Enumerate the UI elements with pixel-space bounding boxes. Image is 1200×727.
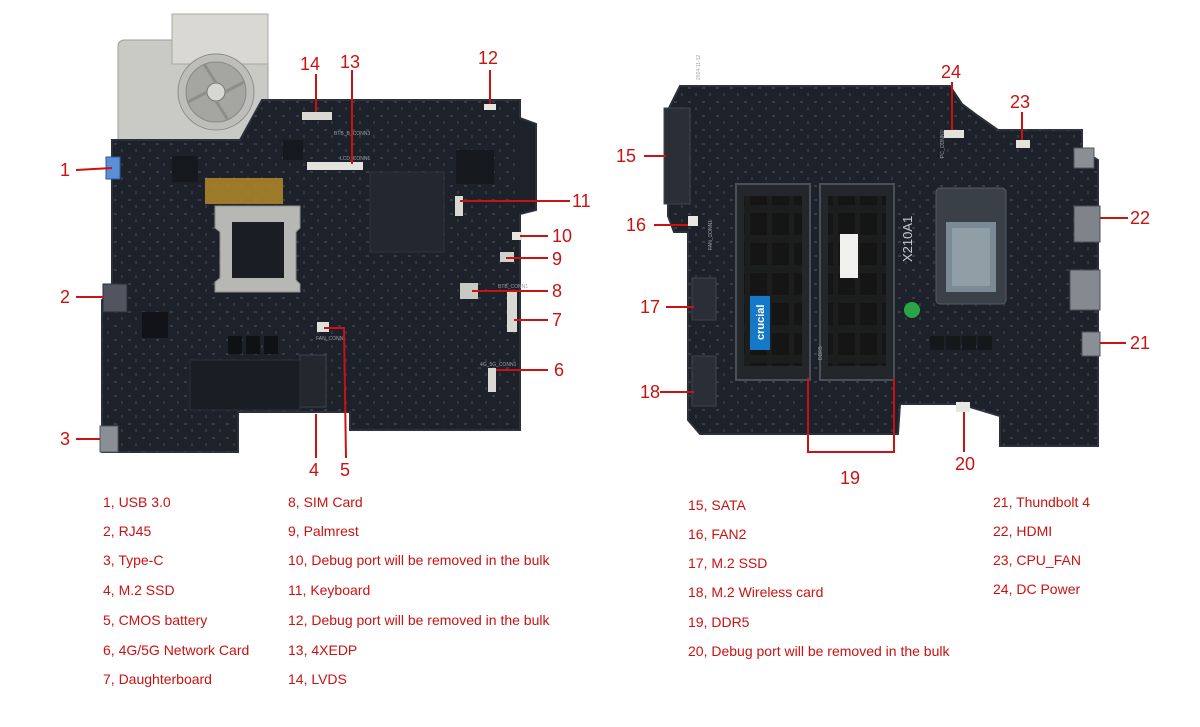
legend-item: 17, M.2 SSD	[688, 555, 768, 571]
legend-item: 15, SATA	[688, 497, 746, 513]
legend-item: 11, Keyboard	[288, 582, 371, 598]
4g5g-connector	[488, 368, 496, 392]
cmos-connector	[317, 322, 329, 332]
debug-port-20	[956, 402, 970, 412]
callout-22: 22	[1130, 208, 1150, 228]
edp-connector	[307, 162, 363, 170]
right-silkscreen: X210A1 2024-11-12 PC_CONN1 FAN_CONN1 DDR…	[696, 55, 946, 360]
svg-text:PC_CONN1: PC_CONN1	[940, 131, 946, 158]
callout-1: 1	[60, 160, 70, 180]
legend-item: 20, Debug port will be removed in the bu…	[688, 643, 950, 659]
callout-21: 21	[1130, 333, 1150, 353]
sim-card-slot	[460, 283, 478, 299]
dc-power-connector	[944, 130, 964, 138]
thunderbolt-port	[1081, 331, 1101, 357]
cpu-bracket	[214, 205, 301, 293]
legend-item: 1, USB 3.0	[103, 494, 171, 510]
hdmi-port	[1073, 205, 1101, 243]
legend-item: 3, Type-C	[103, 552, 164, 568]
legend-item: 12, Debug port will be removed in the bu…	[288, 612, 550, 628]
callout-24: 24	[941, 62, 961, 82]
legend-item: 16, FAN2	[688, 526, 747, 542]
usb-port-right	[1073, 147, 1095, 169]
lvds-connector	[302, 112, 332, 120]
fan-heatsink-assembly	[117, 13, 269, 161]
legend-item: 5, CMOS battery	[103, 612, 208, 628]
legend-item: 13, 4XEDP	[288, 642, 358, 658]
legend-item: 2, RJ45	[103, 523, 152, 539]
cpu-die	[935, 187, 1007, 305]
callout-numbers: 1 2 3 4 5 6 7 8 9 10 11 12 13 14 15 16 1…	[60, 48, 1150, 488]
debug-port-10	[512, 232, 522, 240]
callout-11: 11	[572, 191, 591, 211]
ddr5-slots: crucial	[735, 183, 895, 381]
m2-ssd-slot-left	[299, 354, 327, 408]
callout-13: 13	[340, 52, 360, 72]
legend-item: 24, DC Power	[993, 581, 1081, 597]
cpu-fan-connector	[1016, 140, 1030, 148]
m2-wireless-slot	[691, 355, 717, 407]
legend-item: 6, 4G/5G Network Card	[103, 642, 250, 658]
crucial-label	[750, 296, 770, 350]
ram-brand-text: crucial	[755, 305, 767, 340]
legend-item: 8, SIM Card	[288, 494, 363, 510]
debug-port-12	[484, 104, 496, 110]
ethernet-port-right	[1069, 269, 1101, 311]
callout-12: 12	[478, 48, 498, 68]
type-c-port-left	[99, 425, 119, 453]
legend-item: 18, M.2 Wireless card	[688, 584, 824, 600]
legend-item: 23, CPU_FAN	[993, 552, 1081, 568]
svg-text:X210A1: X210A1	[900, 216, 915, 262]
svg-text:FAN_CONN1: FAN_CONN1	[316, 336, 346, 342]
callout-19: 19	[840, 468, 860, 488]
callout-7: 7	[552, 310, 562, 330]
callout-8: 8	[552, 281, 562, 301]
legend-item: 22, HDMI	[993, 523, 1053, 539]
sata-connector	[663, 107, 691, 205]
callout-10: 10	[552, 226, 572, 246]
legend-item: 10, Debug port will be removed in the bu…	[288, 552, 550, 568]
svg-text:FAN_CONN1: FAN_CONN1	[708, 220, 714, 250]
legend-item: 7, Daughterboard	[103, 671, 212, 687]
callout-5: 5	[340, 460, 350, 480]
left-motherboard: BTB_B_CONN3 LCD_CONN1 FAN_CONN1 4G_5G_CO…	[99, 13, 537, 453]
callout-6: 6	[554, 360, 564, 380]
fan2-connector	[688, 216, 698, 226]
svg-text:LCD_CONN1: LCD_CONN1	[340, 156, 371, 162]
green-sticker	[904, 302, 920, 318]
callout-14: 14	[300, 54, 320, 74]
legend-item: 4, M.2 SSD	[103, 582, 175, 598]
callout-23: 23	[1010, 92, 1030, 112]
callout-9: 9	[552, 249, 562, 269]
svg-text:DDR5: DDR5	[818, 346, 824, 360]
right-motherboard: crucial X210A1 2024-11-12	[663, 55, 1101, 447]
callout-20: 20	[955, 454, 975, 474]
callout-4: 4	[309, 460, 319, 480]
callout-15: 15	[616, 146, 636, 166]
callout-17: 17	[640, 297, 660, 317]
legend-item: 21, Thundbolt 4	[993, 494, 1091, 510]
svg-text:BTB_CONN1: BTB_CONN1	[498, 284, 528, 290]
svg-text:4G_5G_CONN1: 4G_5G_CONN1	[480, 362, 517, 368]
m2-ssd-slot-right	[691, 277, 717, 321]
legend-item: 14, LVDS	[288, 671, 347, 687]
svg-text:2024-11-12: 2024-11-12	[696, 55, 702, 80]
daughterboard-connector	[507, 290, 517, 332]
keyboard-connector	[455, 196, 463, 216]
callout-18: 18	[640, 382, 660, 402]
callout-3: 3	[60, 429, 70, 449]
legend-item: 19, DDR5	[688, 614, 750, 630]
rj45-port	[102, 283, 128, 313]
ram-label	[840, 234, 858, 278]
legend-item: 9, Palmrest	[288, 523, 359, 539]
callout-16: 16	[626, 215, 646, 235]
callout-lines	[75, 70, 1128, 459]
callout-2: 2	[60, 287, 70, 307]
